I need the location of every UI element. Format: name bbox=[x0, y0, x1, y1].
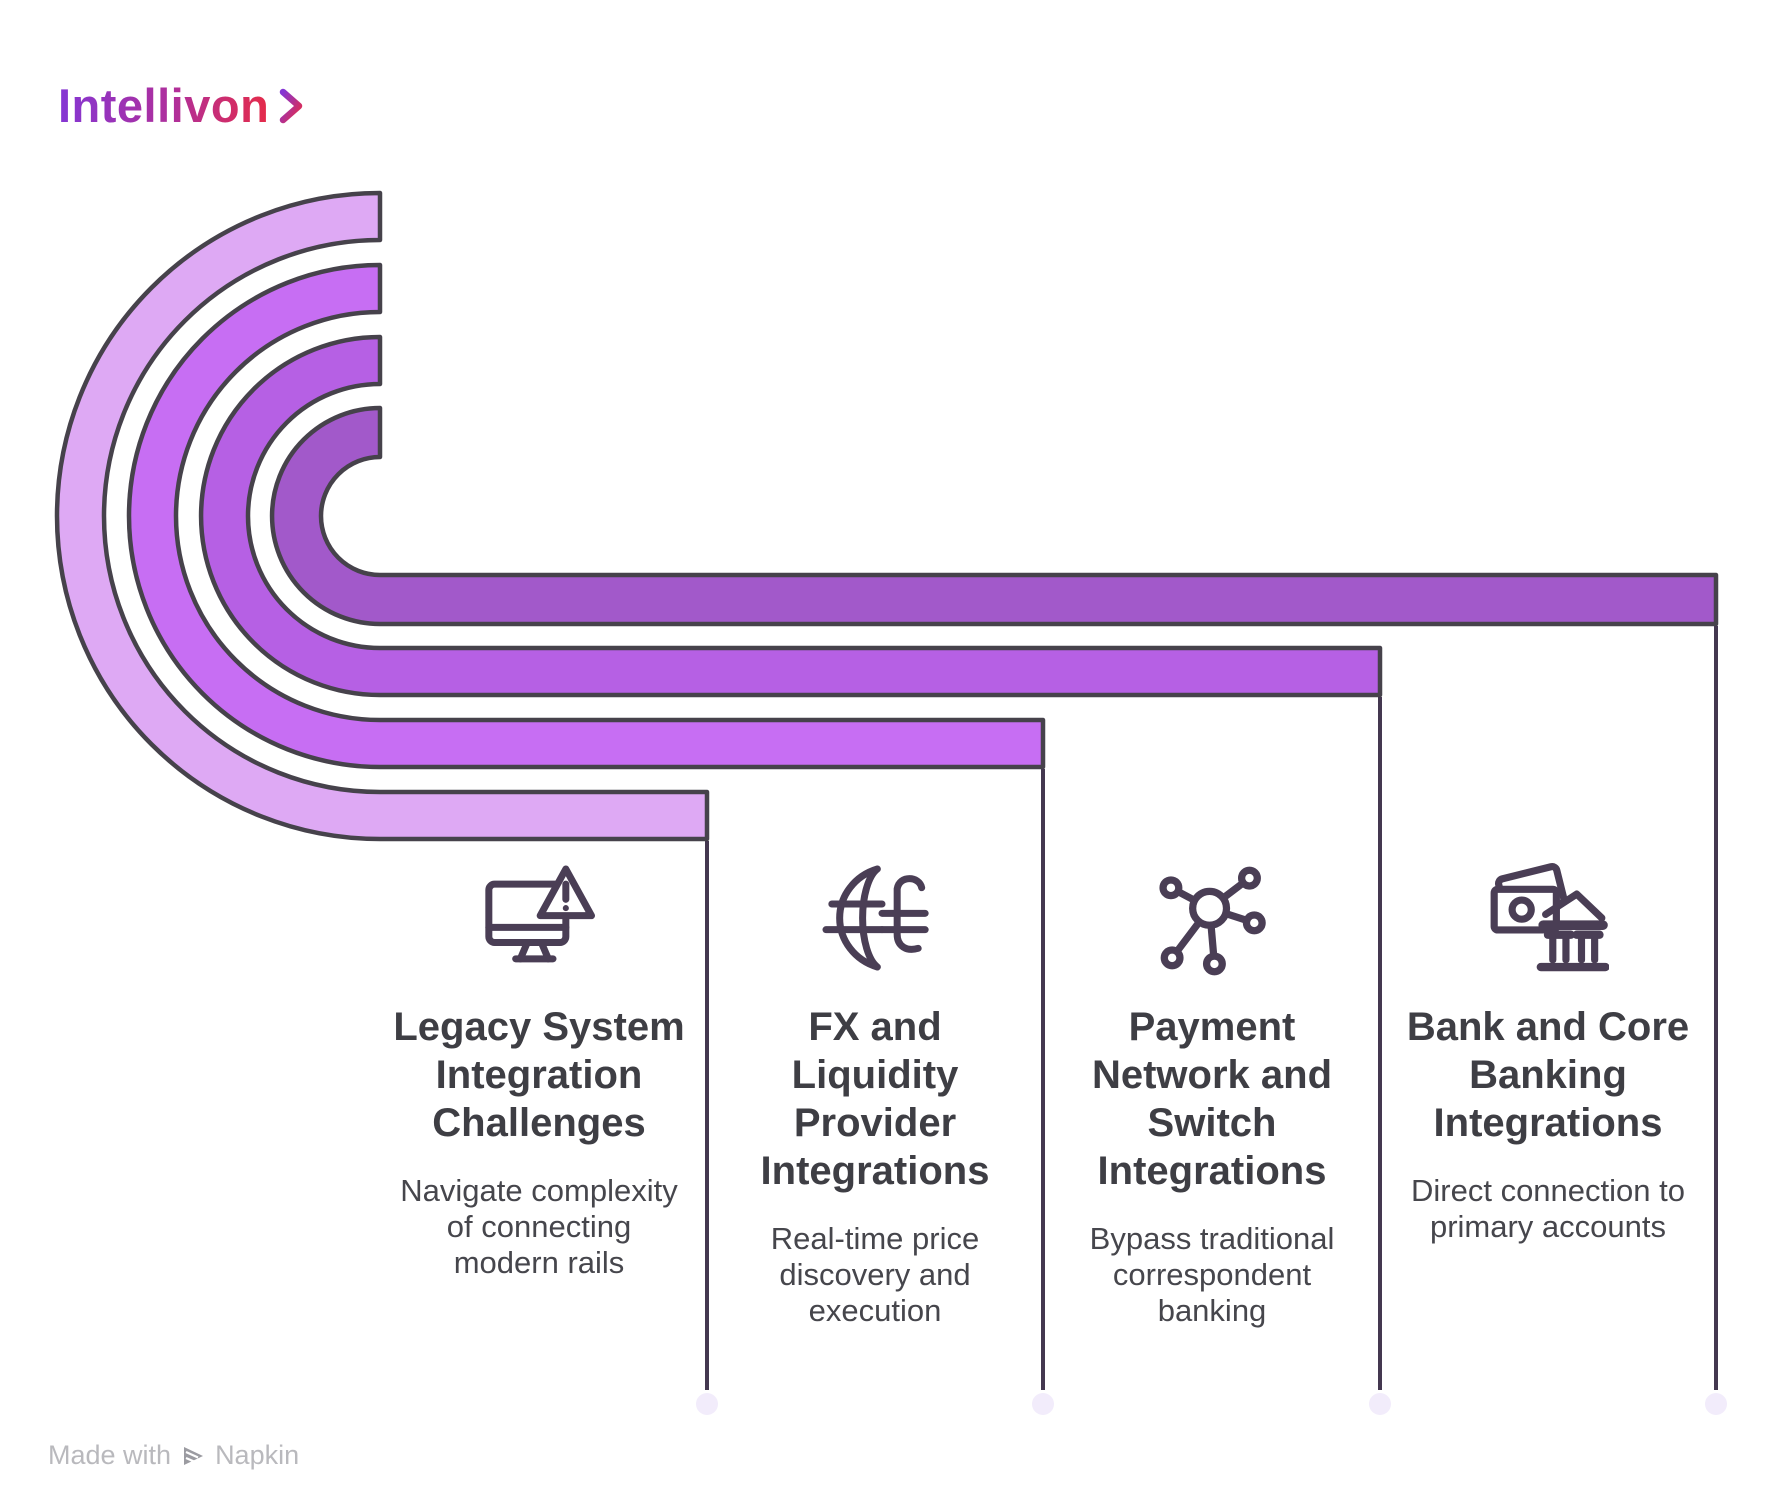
column-legacy-system: Legacy System Integration Challenges Nav… bbox=[379, 850, 699, 1281]
divider-end-dot-2 bbox=[1032, 1393, 1054, 1415]
column-core-banking: Bank and Core Banking Integrations Direc… bbox=[1388, 850, 1708, 1245]
column-description: Bypass traditional correspondent banking bbox=[1089, 1221, 1335, 1328]
divider-end-dot-1 bbox=[696, 1393, 718, 1415]
brand-logo-text: Intellivon bbox=[58, 79, 270, 132]
bank-money-icon bbox=[1487, 850, 1609, 985]
column-title: Bank and Core Banking Integrations bbox=[1406, 1005, 1690, 1145]
network-hub-icon bbox=[1151, 850, 1273, 985]
napkin-logo-icon bbox=[180, 1443, 206, 1469]
chevron-right-icon bbox=[280, 88, 303, 123]
divider-end-dot-4 bbox=[1705, 1393, 1727, 1415]
ring-3 bbox=[126, 262, 1046, 770]
column-title: Payment Network and Switch Integrations bbox=[1091, 1005, 1333, 1193]
column-description: Navigate complexity of connecting modern… bbox=[400, 1173, 678, 1280]
brand-logo: Intellivon bbox=[58, 78, 305, 133]
column-title: FX and Liquidity Provider Integrations bbox=[760, 1005, 990, 1193]
monitor-warning-icon bbox=[480, 850, 598, 985]
ring-4-outermost bbox=[54, 190, 710, 842]
made-with-label: Made with bbox=[48, 1440, 172, 1470]
column-payment-network: Payment Network and Switch Integrations … bbox=[1052, 850, 1372, 1329]
globe-currency-icon bbox=[816, 850, 934, 985]
column-description: Real-time price discovery and execution bbox=[770, 1221, 980, 1328]
column-fx-liquidity: FX and Liquidity Provider Integrations R… bbox=[715, 850, 1035, 1329]
divider-end-dot-3 bbox=[1369, 1393, 1391, 1415]
ring-2 bbox=[198, 334, 1383, 698]
column-title: Legacy System Integration Challenges bbox=[393, 1005, 685, 1145]
column-description: Direct connection to primary accounts bbox=[1411, 1173, 1685, 1244]
ring-1-innermost bbox=[269, 405, 1719, 627]
made-with-napkin: Made with Napkin bbox=[48, 1440, 299, 1471]
napkin-brand-label: Napkin bbox=[215, 1440, 300, 1470]
